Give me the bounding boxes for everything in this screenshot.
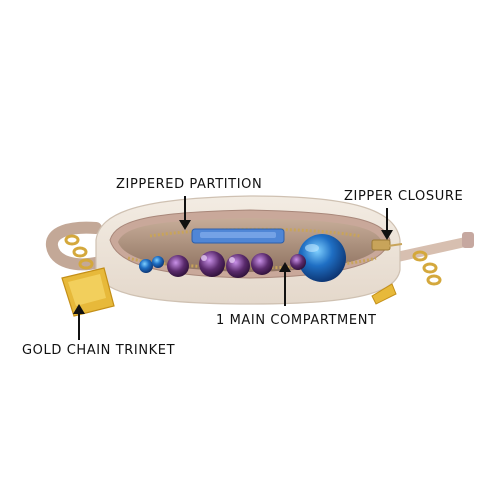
label-gold-chain-trinket: GOLD CHAIN TRINKET bbox=[22, 343, 176, 358]
purple-ornament-3 bbox=[226, 254, 250, 278]
blue-ornament bbox=[298, 234, 346, 282]
phone bbox=[191, 228, 285, 244]
gold-chain-left bbox=[64, 234, 94, 270]
strap-right bbox=[396, 236, 470, 262]
label-zipper-closure: ZIPPER CLOSURE bbox=[344, 189, 464, 204]
arrow-down-icon bbox=[381, 208, 393, 240]
gold-trinket bbox=[61, 267, 115, 317]
arrow-down-icon bbox=[179, 196, 191, 230]
zipper-pull bbox=[371, 239, 403, 251]
arrow-up-icon bbox=[73, 304, 85, 340]
gold-chain-right bbox=[412, 250, 442, 286]
purple-ornament-4 bbox=[251, 253, 273, 275]
strap-left bbox=[46, 221, 106, 271]
label-main-compartment: 1 MAIN COMPARTMENT bbox=[216, 313, 377, 328]
purple-ornament-2 bbox=[199, 251, 225, 277]
label-zippered-partition: ZIPPERED PARTITION bbox=[116, 177, 263, 192]
purple-ornament-1 bbox=[167, 255, 189, 277]
arrow-up-icon bbox=[279, 262, 291, 306]
